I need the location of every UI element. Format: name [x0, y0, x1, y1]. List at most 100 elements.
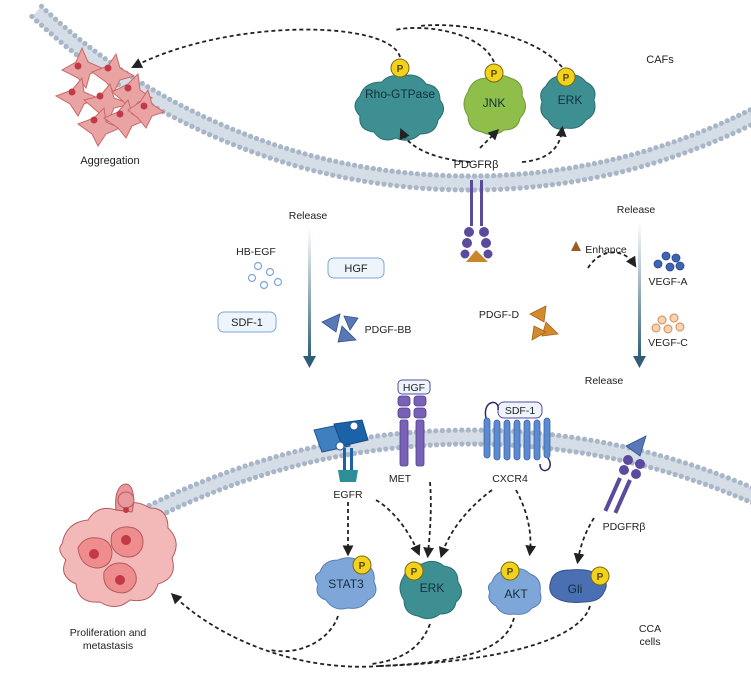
membrane-lipid-head [368, 434, 374, 440]
membrane-lipid-head [601, 439, 607, 446]
membrane-lipid-head [199, 494, 205, 500]
membrane-lipid-head [579, 163, 585, 169]
phospho-badge-gli: P [590, 566, 610, 586]
membrane-lipid-head [164, 494, 170, 500]
membrane-lipid-head [620, 169, 626, 175]
membrane-lipid-head [529, 444, 535, 450]
membrane-lipid-head [48, 31, 54, 37]
vegf-a-molecules-icon [653, 251, 685, 272]
membrane-lipid-head [175, 504, 181, 510]
membrane-lipid-head [304, 446, 311, 452]
membrane-lipid-head [439, 186, 445, 192]
akt-label: AKT [504, 587, 528, 601]
membrane-lipid-head [284, 145, 290, 152]
membrane-lipid-head [43, 8, 49, 14]
membrane-lipid-head [651, 451, 657, 457]
membrane-lipid-head [289, 464, 295, 470]
membrane-lipid-head [181, 501, 187, 507]
membrane-lipid-head [320, 456, 326, 462]
membrane-lipid-head [311, 444, 317, 450]
membrane-lipid-head [478, 427, 484, 433]
akt-kinase: AKT [487, 568, 542, 615]
membrane-lipid-head [172, 99, 178, 105]
membrane-lipid-head [626, 167, 632, 173]
membrane-lipid-head [581, 177, 588, 183]
membrane-lipid-head [664, 454, 670, 460]
membrane-lipid-head [696, 479, 702, 485]
membrane-lipid-head [592, 452, 598, 458]
membrane-lipid-head [523, 184, 530, 191]
enhance-column-arrowhead [571, 241, 581, 251]
membrane-lipid-head [370, 165, 376, 172]
membrane-lipid-head [87, 44, 93, 51]
cxcr4-loop-right [539, 457, 551, 472]
membrane-lipid-head [560, 166, 566, 172]
stat3-converge-arrow [269, 615, 339, 653]
svg-text:P: P [507, 567, 514, 578]
membrane-lipid-head [663, 156, 669, 162]
membrane-lipid-head [701, 466, 707, 472]
membrane-lipid-head [296, 149, 302, 155]
membrane-lipid-head [82, 40, 88, 47]
membrane-lipid-head [682, 460, 689, 466]
rho-to-aggregation-arrow [131, 28, 401, 68]
membrane-lipid-head [688, 148, 694, 154]
membrane-lipid-head [607, 171, 613, 178]
membrane-lipid-head [273, 157, 279, 163]
membrane-lipid-head [261, 457, 267, 463]
membrane-lipid-head [283, 465, 289, 471]
membrane-lipid-head [63, 43, 69, 50]
membrane-lipid-head [246, 476, 253, 482]
cca-tumor-cluster-icon [59, 483, 177, 607]
membrane-lipid-head [659, 143, 665, 149]
akt-converge-arrow [379, 617, 515, 667]
membrane-lipid-head [376, 447, 383, 453]
membrane-lipid-head [170, 507, 176, 513]
gli-label: Gli [568, 582, 583, 596]
membrane-lipid-head [695, 464, 701, 470]
membrane-lipid-head [471, 173, 478, 179]
membrane-lipid-head [298, 447, 304, 453]
proliferation-label-line1: Proliferation and [70, 627, 147, 639]
membrane-lipid-head [292, 449, 298, 455]
to-proliferation-arrow [170, 593, 381, 668]
membrane-lipid-head [554, 446, 560, 452]
membrane-lipid-head [327, 157, 333, 163]
membrane-lipid-head [199, 479, 206, 485]
membrane-lipid-head [702, 481, 709, 487]
jnk-top-label: JNK [483, 96, 506, 110]
membrane-lipid-head [364, 449, 370, 455]
phospho-badge-stat3: P [352, 555, 372, 575]
membrane-lipid-head [383, 446, 389, 452]
membrane-lipid-head [29, 13, 35, 20]
membrane-lipid-head [277, 467, 283, 473]
membrane-lipid-head [556, 181, 562, 187]
cxcr4-to-akt-arrow [515, 489, 537, 557]
membrane-lipid-head [201, 114, 207, 120]
membrane-lipid-head [253, 135, 260, 142]
membrane-lipid-head [530, 184, 536, 190]
membrane-lipid-head [414, 171, 420, 177]
membrane-lipid-head [351, 162, 358, 168]
membrane-lipid-head [638, 164, 645, 170]
membrane-lipid-head [730, 130, 736, 137]
membrane-lipid-head [320, 156, 326, 162]
membrane-lipid-head [58, 39, 64, 45]
membrane-lipid-head [670, 456, 676, 462]
membrane-lipid-head [161, 93, 167, 99]
rho-gtpase-kinase: Rho-GTPase [354, 74, 444, 141]
membrane-lipid-head [497, 172, 503, 178]
membrane-lipid-head [610, 156, 616, 162]
membrane-lipid-head [708, 483, 714, 490]
membrane-lipid-head [683, 134, 689, 141]
membrane-lipid-head [689, 462, 695, 468]
vegf-a-label: VEGF-A [648, 276, 687, 288]
membrane-lipid-head [317, 169, 323, 175]
membrane-lipid-head [459, 187, 465, 193]
membrane-lipid-head [53, 16, 59, 22]
membrane-lipid-head [362, 178, 368, 184]
membrane-lipid-head [598, 159, 604, 165]
membrane-lipid-head [193, 481, 199, 487]
membrane-lipid-head [706, 141, 712, 147]
cxcr4-to-erk-arrow [438, 489, 493, 559]
